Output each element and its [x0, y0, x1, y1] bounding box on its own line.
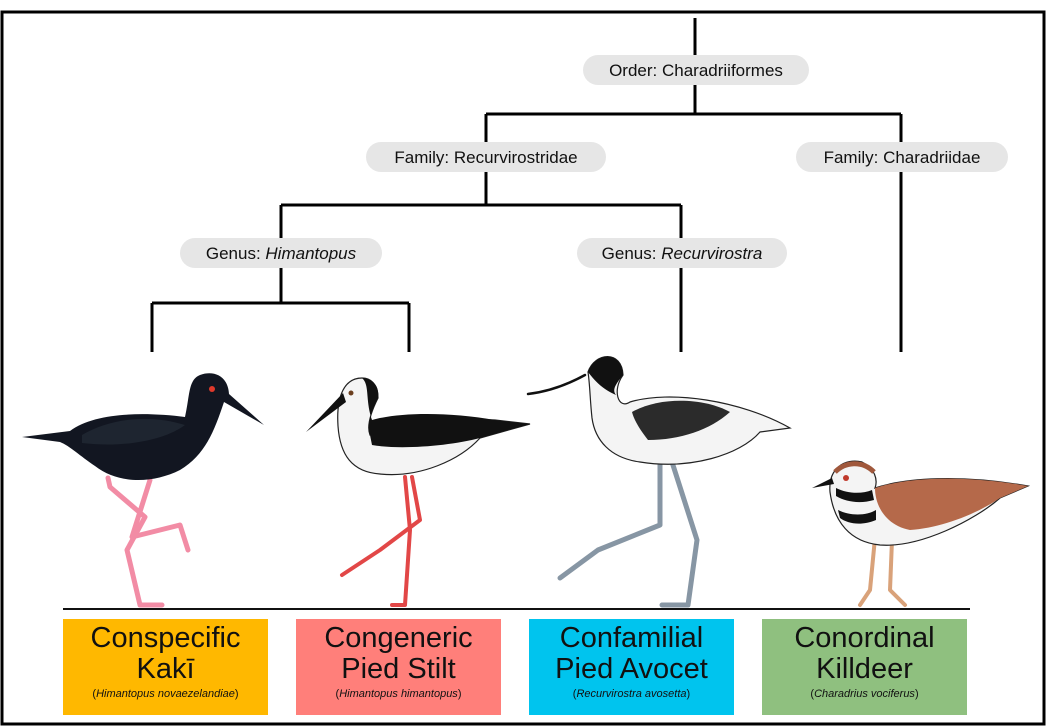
congeneric-relation: Congeneric [324, 622, 472, 654]
diagram-border [2, 12, 1044, 724]
conspecific-card: Conspecific Kakī (Himantopus novaezeland… [63, 619, 268, 715]
family-charadriidae-node: Family: Charadriidae [796, 142, 1008, 172]
congeneric-title: Congeneric Pied Stilt [296, 623, 501, 685]
genus-recurvirostra-label: Genus: Recurvirostra [602, 244, 763, 263]
conordinal-common-name: Killdeer [816, 653, 913, 685]
order-node: Order: Charadriiformes [583, 55, 809, 85]
conordinal-title: Conordinal Killdeer [762, 623, 967, 685]
genus-himantopus-node: Genus: Himantopus [180, 238, 382, 268]
congeneric-scientific-name: (Himantopus himantopus) [296, 688, 501, 700]
conspecific-title: Conspecific Kakī [63, 623, 268, 685]
conordinal-relation: Conordinal [794, 622, 934, 654]
conspecific-relation: Conspecific [91, 622, 241, 654]
order-label: Order: Charadriiformes [609, 61, 783, 80]
conspecific-common-name: Kakī [136, 653, 194, 685]
conordinal-card: Conordinal Killdeer (Charadrius vociferu… [762, 619, 967, 715]
confamilial-card: Confamilial Pied Avocet (Recurvirostra a… [529, 619, 734, 715]
genus-himantopus-label: Genus: Himantopus [206, 244, 357, 263]
black-stilt-icon [22, 373, 264, 605]
confamilial-scientific-name: (Recurvirostra avosetta) [529, 688, 734, 700]
confamilial-common-name: Pied Avocet [555, 653, 708, 685]
killdeer-icon [812, 461, 1028, 605]
conspecific-scientific-name: (Himantopus novaezelandiae) [63, 688, 268, 700]
pied-stilt-icon [306, 378, 530, 605]
pied-avocet-icon [528, 357, 790, 605]
conordinal-scientific-name: (Charadrius vociferus) [762, 688, 967, 700]
family-charadriidae-label: Family: Charadriidae [824, 148, 981, 167]
family-recurvirostridae-node: Family: Recurvirostridae [366, 142, 606, 172]
confamilial-relation: Confamilial [560, 622, 703, 654]
family-recurvirostridae-label: Family: Recurvirostridae [394, 148, 577, 167]
congeneric-common-name: Pied Stilt [341, 653, 455, 685]
congeneric-card: Congeneric Pied Stilt (Himantopus himant… [296, 619, 501, 715]
confamilial-title: Confamilial Pied Avocet [529, 623, 734, 685]
genus-recurvirostra-node: Genus: Recurvirostra [577, 238, 787, 268]
